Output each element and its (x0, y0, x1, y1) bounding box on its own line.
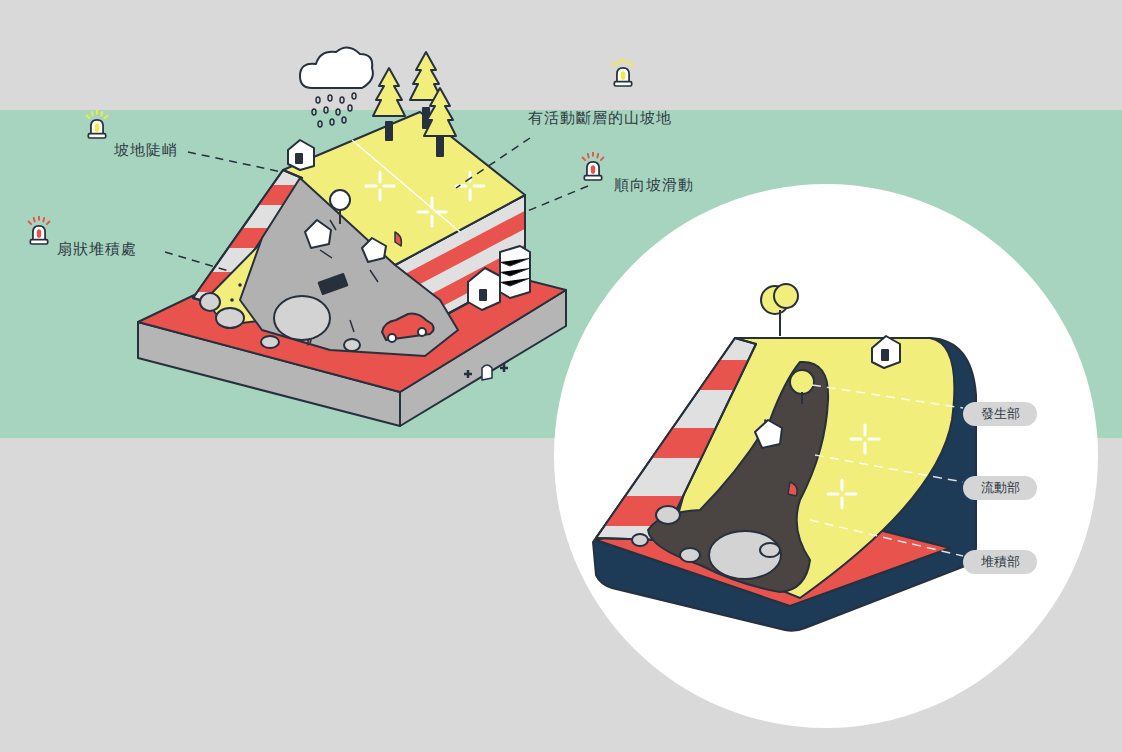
left-landscape-part (344, 339, 360, 351)
left-landscape-part-part (340, 97, 344, 103)
leader-lines-part (456, 138, 530, 188)
left-landscape-part-part (318, 121, 322, 127)
background-band (0, 110, 1122, 728)
part-pill: 發生部 (963, 402, 1037, 426)
part-name: 發生部 (981, 405, 1020, 423)
slope-cross-section-part (774, 284, 798, 308)
left-landscape-part-part (328, 95, 332, 101)
part-pill: 堆積部 (963, 550, 1037, 574)
callout-label: 有活動斷層的山坡地 (528, 109, 672, 128)
slope-cross-section (590, 284, 976, 631)
left-landscape-part (464, 364, 508, 378)
left-landscape-part-part (230, 298, 234, 302)
left-landscape-part-part (342, 117, 346, 123)
part-leaders (810, 385, 963, 556)
left-landscape-part-part (352, 93, 356, 99)
left-landscape-part (200, 293, 220, 311)
left-landscape-part (216, 308, 244, 328)
alarm-icons-part (583, 152, 604, 180)
left-landscape-part (240, 178, 458, 356)
leader-lines-part (525, 186, 588, 212)
left-landscape (138, 47, 566, 426)
left-landscape-part-part (316, 97, 320, 103)
left-landscape-part (339, 210, 341, 224)
left-landscape-part (366, 172, 484, 226)
leader-lines-part (165, 252, 232, 272)
left-landscape-part-part (238, 283, 242, 287)
left-landscape-part (274, 296, 330, 340)
part-leaders-part (812, 385, 963, 408)
left-landscape-part-part (330, 119, 334, 125)
alarm-icons-part (29, 216, 50, 244)
left-landscape-part (480, 290, 486, 300)
slope-cross-section-part (779, 310, 781, 336)
left-landscape-part (312, 93, 356, 127)
slope-cross-section-part (872, 336, 900, 368)
background-band-part (554, 184, 1098, 728)
alarm-icons (29, 58, 634, 244)
left-landscape-part (482, 365, 492, 380)
slope-cross-section-part (882, 350, 888, 360)
alarm-icons-part (613, 58, 634, 86)
part-leaders-part (815, 455, 963, 482)
part-name: 堆積部 (981, 553, 1020, 571)
left-landscape-part-part (305, 220, 331, 248)
slope-cross-section-part (801, 392, 803, 404)
slope-cross-section-part (709, 531, 781, 579)
left-landscape-part (424, 88, 456, 136)
part-pill: 流動部 (963, 476, 1037, 500)
left-landscape-part (437, 136, 443, 156)
left-landscape-part-part (330, 190, 350, 210)
slope-cross-section-part (790, 370, 814, 394)
left-landscape-part (373, 68, 405, 116)
left-landscape-part-part (362, 238, 386, 262)
left-landscape-part (418, 328, 426, 336)
left-landscape-part (288, 140, 314, 170)
slope-cross-section-part (632, 534, 648, 546)
slope-cross-section-part (656, 506, 680, 524)
left-landscape-part (305, 190, 386, 294)
slope-cross-section-part (828, 425, 879, 508)
left-landscape-part (500, 246, 530, 298)
leader-lines-part (188, 152, 282, 172)
left-landscape-part-part (336, 109, 340, 115)
left-landscape-part (388, 334, 396, 342)
left-landscape-part-part (319, 274, 348, 294)
alarm-icons-part (87, 110, 108, 138)
left-landscape-part-part (324, 107, 328, 113)
slope-cross-section-part-part (590, 428, 770, 458)
slope-cross-section-part (680, 548, 700, 562)
left-landscape-part (283, 112, 525, 265)
leader-lines (165, 138, 588, 272)
left-landscape-part (300, 47, 373, 88)
callout-label: 坡地陡峭 (114, 141, 178, 160)
slope-cross-section-part (755, 420, 782, 448)
left-landscape-part-part (312, 109, 316, 115)
slope-cross-section-part (593, 338, 976, 631)
part-name: 流動部 (981, 479, 1020, 497)
left-landscape-part-part (348, 105, 352, 111)
part-leaders-part (810, 520, 963, 556)
left-landscape-part (500, 258, 530, 286)
left-landscape-part (261, 336, 279, 348)
left-landscape-part (386, 122, 392, 140)
slope-cross-section-part-part (590, 360, 770, 390)
slope-cross-section-part (760, 543, 780, 557)
callout-label: 順向坡滑動 (614, 176, 694, 195)
callout-label: 扇狀堆積處 (57, 240, 137, 259)
slope-cross-section-part (648, 362, 828, 592)
left-landscape-part (468, 268, 500, 310)
left-landscape-part (296, 154, 302, 163)
